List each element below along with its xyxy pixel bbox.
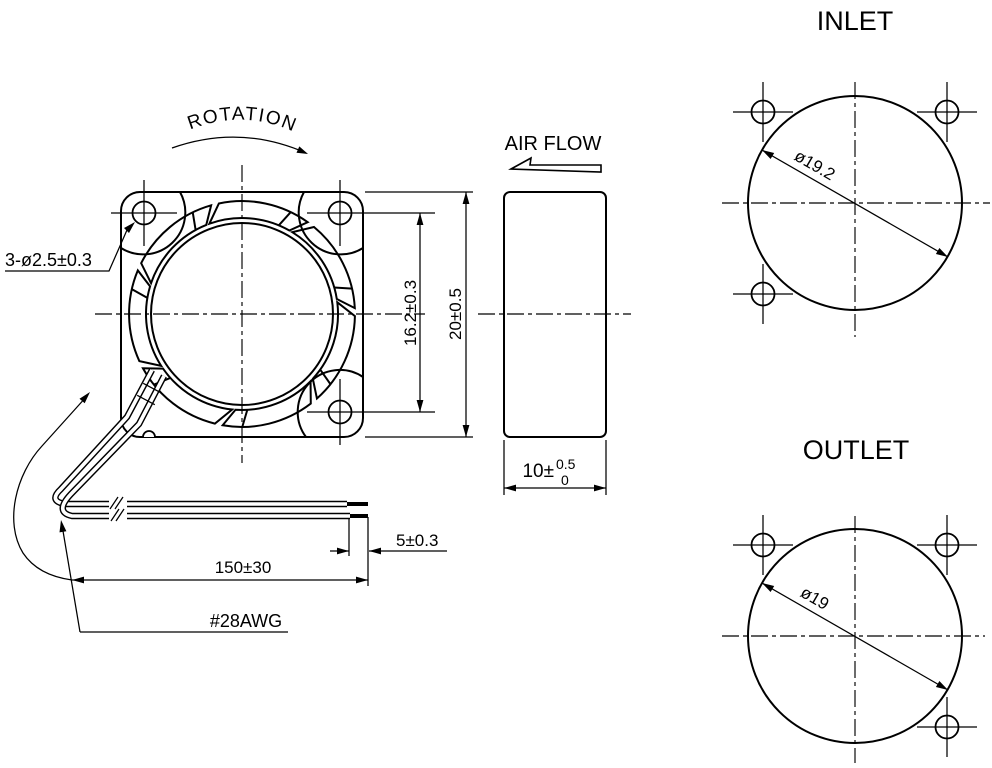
wire-stripped-ends — [347, 502, 368, 518]
thickness-label: 10± — [522, 461, 554, 482]
wire-clamp-ticks — [136, 382, 162, 406]
gauge-arrowhead-icon — [59, 520, 67, 533]
thickness-tol-lower: 0 — [561, 472, 569, 488]
lead-dimensions: 150±30 5±0.3 #28AWG — [13, 392, 447, 633]
lead-wires — [52, 368, 368, 522]
hole-callout-label: 3-ø2.5±0.3 — [5, 250, 92, 270]
outlet-view: OUTLET ø19 — [722, 435, 985, 763]
outlet-hole-topright — [917, 515, 977, 575]
inlet-view: INLET ø19.2 — [722, 6, 990, 337]
outlet-centerlines — [722, 516, 985, 763]
side-view: AIR FLOW 10± 0.5 0 — [478, 133, 631, 495]
wire-break-marks — [109, 494, 127, 522]
frame-corner-tab — [142, 430, 156, 438]
frame-size-label: 20±0.5 — [446, 288, 465, 340]
inlet-hole-topright — [917, 82, 977, 142]
rotation-label: ROTATION — [185, 104, 300, 137]
outlet-hole-topleft — [733, 515, 793, 575]
thickness-tol-upper: 0.5 — [556, 456, 576, 472]
outlet-hole-bottomright — [917, 697, 977, 757]
outlet-title: OUTLET — [803, 435, 910, 465]
hole-pitch-dimension: 16.2±0.3 — [401, 213, 424, 412]
inlet-centerlines — [722, 82, 990, 337]
rotation-arrowhead-icon — [296, 146, 308, 154]
wire-origin-arc — [13, 395, 88, 581]
leader-arrowhead-icon — [124, 222, 135, 233]
airflow-label: AIR FLOW — [505, 133, 602, 155]
front-view: ROTATION — [5, 104, 473, 633]
mounting-hole-topleft — [111, 180, 177, 246]
strip-length-label: 5±0.3 — [396, 531, 438, 550]
outlet-diameter-label: ø19 — [797, 583, 832, 614]
inlet-hole-topleft — [733, 82, 793, 142]
frame-size-dimension: 20±0.5 — [365, 191, 473, 438]
hole-pitch-label: 16.2±0.3 — [401, 280, 420, 346]
mounting-hole-bottomright — [307, 379, 435, 445]
rotation-arc — [171, 136, 307, 154]
rotation-annotation: ROTATION — [171, 104, 308, 154]
inlet-diameter-label: ø19.2 — [791, 146, 838, 184]
front-centerlines — [95, 165, 425, 463]
wire-gauge-label: #28AWG — [210, 611, 282, 631]
impeller-blades — [128, 200, 356, 428]
wire-length-label: 150±30 — [215, 558, 272, 577]
inlet-hole-bottomleft — [733, 264, 793, 324]
airflow-arrow-icon — [508, 156, 602, 173]
mounting-hole-topright — [307, 180, 435, 246]
hole-callout: 3-ø2.5±0.3 — [5, 222, 135, 272]
wire-origin-arrowhead-icon — [79, 392, 90, 404]
thickness-dimension: 10± 0.5 0 — [503, 440, 607, 495]
inlet-title: INLET — [817, 6, 894, 36]
